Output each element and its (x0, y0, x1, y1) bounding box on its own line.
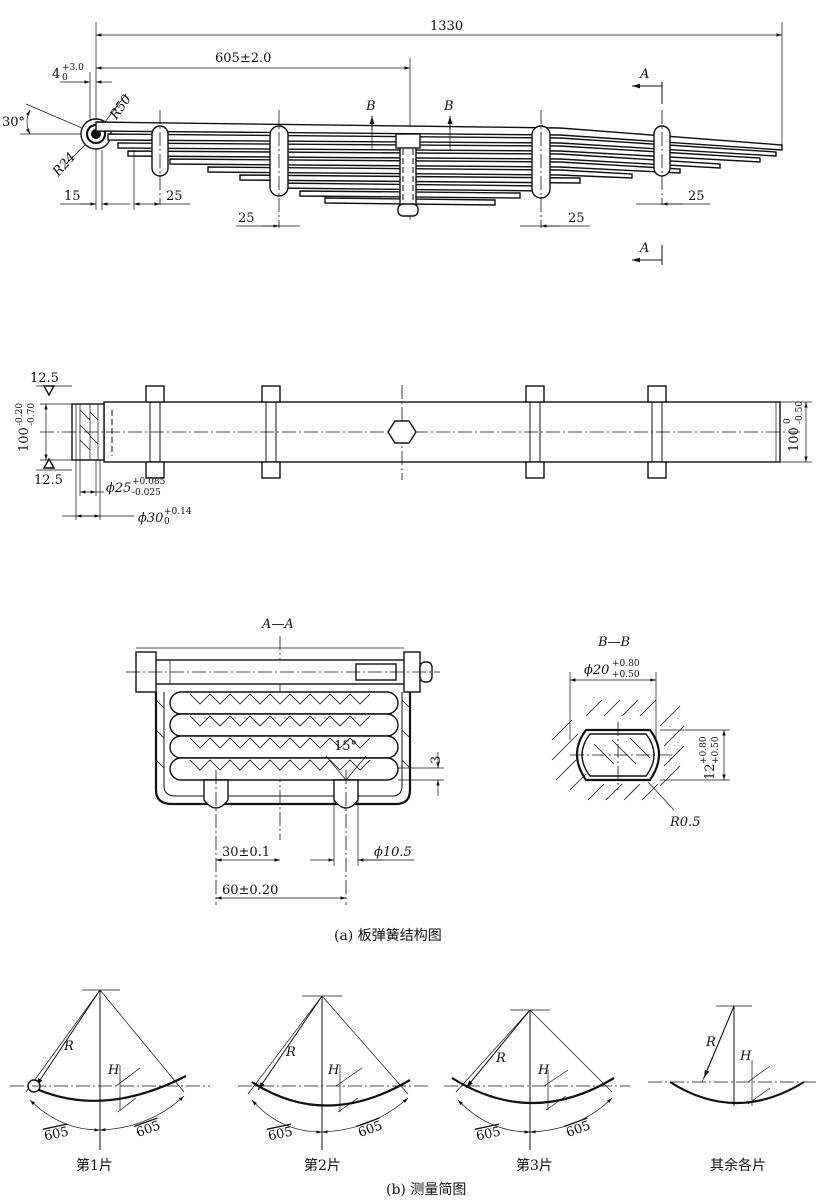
dim-phi25-upper: +0.085 (132, 477, 166, 487)
u-bolt-4 (647, 385, 667, 479)
measure-2-r: R (285, 1045, 296, 1060)
measure-2: R H 605 605 第2片 (238, 995, 428, 1174)
caption-a: (a) 板弹簧结构图 (334, 928, 442, 944)
dim-phi30-upper: +0.14 (164, 507, 192, 517)
dim-h12-upper: +0.80 (699, 736, 709, 764)
plan-view: 100 -0.20 -0.70 12.5 12.5 ϕ25 +0.085 -0.… (15, 371, 812, 527)
measure-2-arc-left: 605 (267, 1124, 294, 1144)
dim-60: 60±0.20 (222, 883, 278, 898)
measure-4-label: 其余各片 (710, 1157, 766, 1174)
section-aa-title: A—A (261, 617, 294, 632)
dim-phi20-lower: +0.50 (612, 670, 640, 680)
measure-1: R H 605 605 第1片 (10, 989, 210, 1174)
u-bolt-3 (525, 385, 545, 479)
dim-phi30: ϕ30 (138, 511, 163, 526)
measure-3-h: H (537, 1063, 550, 1078)
u-bolt-1 (145, 385, 165, 479)
dim-phi20: ϕ20 (584, 663, 609, 678)
dim-phi25: ϕ25 (106, 481, 131, 496)
elevation-view: 1330 605±2.0 4 +3.0 0 30° R50 R24 (2, 19, 783, 265)
width-left-upper: -0.20 (15, 403, 25, 426)
width-left: 100 (17, 427, 32, 452)
dim-30: 30±0.1 (222, 845, 270, 860)
measure-4-h: H (739, 1049, 752, 1064)
width-right-upper: 0 (783, 418, 793, 424)
dim-12-5-top: 12.5 (30, 371, 59, 386)
dim-25-b: 25 (238, 211, 255, 226)
measure-2-arc-right: 605 (356, 1118, 384, 1141)
dim-phi25-lower: -0.025 (132, 488, 161, 498)
width-right: 100 (787, 427, 802, 452)
dim-25-a: 25 (166, 189, 183, 204)
measure-1-h: H (107, 1063, 120, 1078)
measure-2-label: 第2片 (304, 1157, 341, 1174)
section-bb: B—B ϕ20 +0.80 +0.50 12 +0.80 (551, 635, 730, 830)
measure-3-arc-left: 605 (475, 1124, 502, 1144)
dim-12-5-bot: 12.5 (34, 473, 63, 488)
u-bolt-2 (261, 385, 281, 479)
measure-3-arc-right: 605 (564, 1118, 592, 1141)
dim-h12: 12 (703, 763, 718, 780)
radius-r50: R50 (107, 92, 135, 123)
radius-r0-5: R0.5 (669, 815, 700, 830)
dim-phi10-5: ϕ10.5 (374, 845, 412, 860)
measure-1-label: 第1片 (76, 1157, 113, 1174)
dim-eye-offset-lower: 0 (62, 73, 68, 83)
section-b-right: B (443, 99, 454, 114)
angle-30: 30° (2, 115, 25, 130)
angle-15: 15° (334, 739, 357, 754)
measure-3-r: R (495, 1051, 506, 1066)
measure-3: R H 605 605 第3片 (444, 1009, 630, 1174)
dim-15: 15 (64, 189, 81, 204)
dim-25-c: 25 (568, 211, 585, 226)
dim-phi20-upper: +0.80 (612, 659, 640, 669)
dim-phi30-lower: 0 (164, 517, 170, 527)
measure-3-label: 第3片 (516, 1157, 553, 1174)
measure-2-h: H (327, 1063, 340, 1078)
width-left-lower: -0.70 (27, 403, 37, 426)
dim-3: 3 (429, 756, 444, 764)
section-a-bottom: A (639, 241, 649, 256)
width-right-lower: -0.50 (795, 401, 805, 424)
dim-eye-offset-upper: +3.0 (62, 63, 84, 73)
section-b-left: B (365, 99, 376, 114)
measure-4: R H 其余各片 (648, 1005, 816, 1174)
dim-25-d: 25 (688, 189, 705, 204)
dim-h12-lower: +0.50 (711, 736, 721, 764)
caption-b: (b) 测量简图 (386, 1181, 466, 1198)
measure-1-r: R (63, 1039, 74, 1054)
measure-1-arc-left: 605 (43, 1124, 70, 1144)
section-a-top: A (639, 67, 649, 82)
section-bb-title: B—B (597, 635, 630, 650)
measure-1-arc-right: 605 (134, 1118, 162, 1141)
section-aa: A—A (126, 617, 444, 905)
dim-eye-offset: 4 (52, 67, 60, 82)
measure-4-r: R (705, 1035, 716, 1050)
radius-r24: R24 (50, 150, 79, 180)
dim-overall-length: 1330 (430, 19, 463, 34)
dim-center-distance: 605±2.0 (215, 51, 271, 66)
